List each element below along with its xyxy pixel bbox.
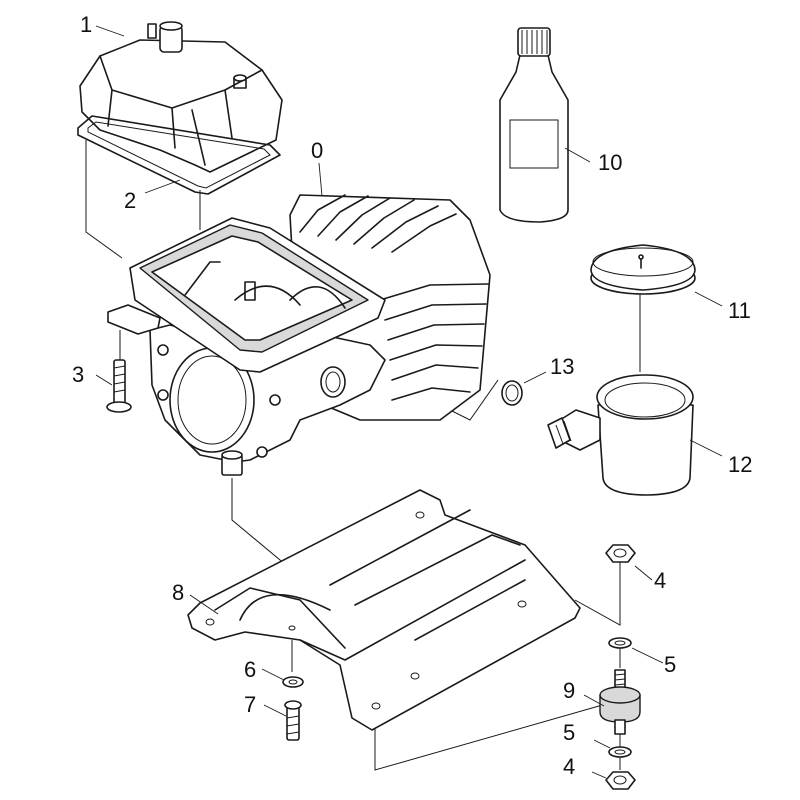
callout-2: 2 — [124, 188, 136, 213]
callout-0: 0 — [311, 138, 323, 163]
callout-4-top: 4 — [654, 568, 666, 593]
callout-10: 10 — [598, 150, 622, 175]
callout-3: 3 — [72, 362, 84, 387]
part-4-nut-top — [605, 544, 636, 563]
callout-12: 12 — [728, 452, 752, 477]
callouts: 1 2 0 3 8 6 7 9 10 11 12 13 4 5 5 4 — [72, 12, 752, 779]
part-5-washer-bottom — [608, 746, 632, 758]
part-10-oil-bottle — [499, 27, 569, 223]
callout-4-bottom: 4 — [563, 754, 575, 779]
part-12-reservoir — [547, 374, 694, 496]
callout-13: 13 — [550, 354, 574, 379]
part-0-motor-body — [107, 194, 491, 476]
part-1-cover — [79, 21, 283, 173]
callout-7: 7 — [244, 692, 256, 717]
part-8-base-plate — [187, 489, 581, 731]
part-6-washer — [282, 676, 304, 688]
callout-8: 8 — [172, 580, 184, 605]
callout-9: 9 — [563, 678, 575, 703]
callout-5-bottom: 5 — [563, 720, 575, 745]
part-9-rubber-mount — [599, 669, 641, 735]
part-3-screw — [106, 359, 132, 413]
callout-11: 11 — [728, 298, 751, 323]
part-5-washer-top — [608, 637, 632, 649]
callout-1: 1 — [80, 12, 92, 37]
callout-6: 6 — [244, 657, 256, 682]
part-11-lid — [590, 244, 696, 295]
leader-lines — [95, 25, 723, 779]
part-2-gasket — [77, 115, 281, 195]
part-4-nut-bottom — [605, 771, 636, 790]
callout-5-top: 5 — [664, 652, 676, 677]
part-7-bolt — [284, 700, 302, 741]
part-13-o-ring — [501, 380, 523, 406]
